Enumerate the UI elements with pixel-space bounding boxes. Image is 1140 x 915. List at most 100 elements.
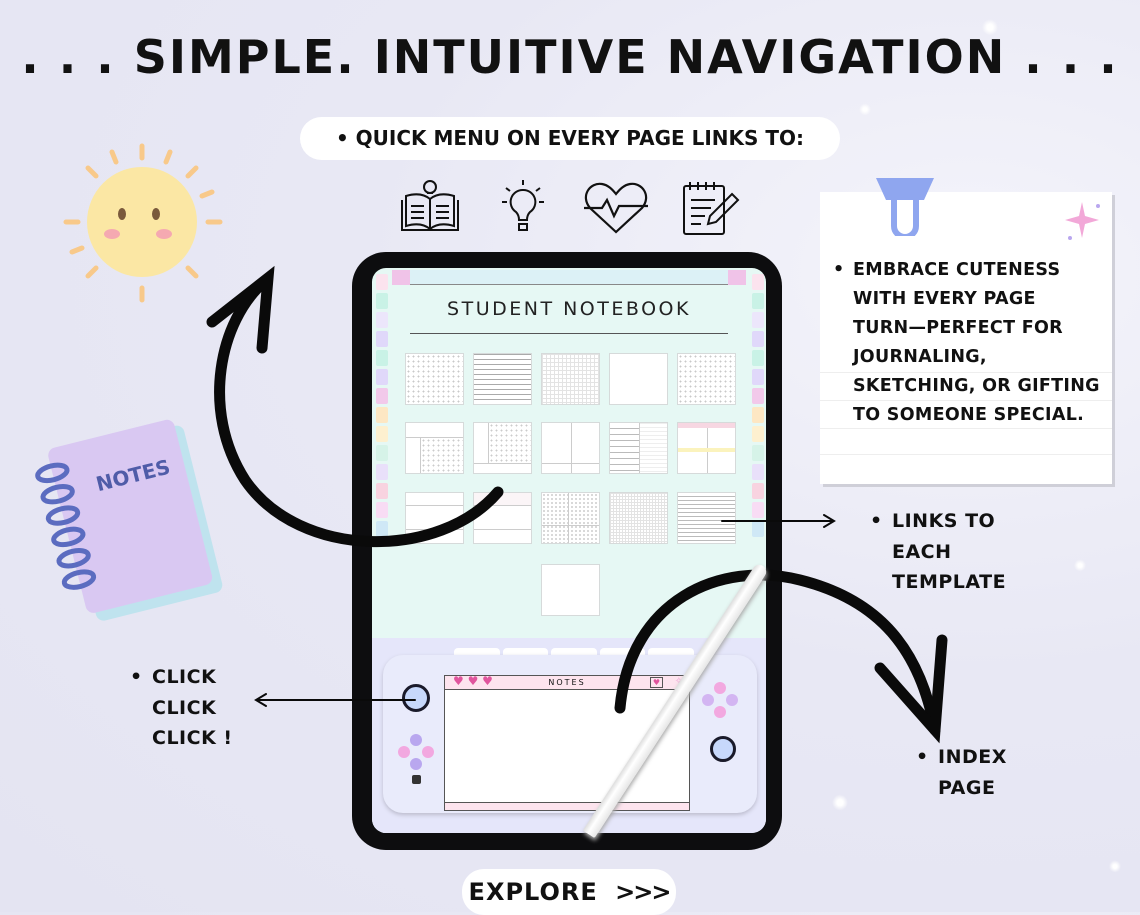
- template-thumb-grid[interactable]: [541, 353, 600, 405]
- side-tab[interactable]: [376, 274, 388, 290]
- card-text: • EMBRACE CUTENESS WITH EVERY PAGE TURN—…: [833, 256, 1103, 430]
- side-tab[interactable]: [376, 483, 388, 499]
- book-lightbulb-icon: [401, 180, 459, 231]
- top-menu-bar[interactable]: [392, 270, 746, 285]
- callout-line: EACH: [892, 540, 952, 563]
- callout-line: CLICK !: [152, 727, 233, 749]
- quick-menu-label: • QUICK MENU ON EVERY PAGE LINKS TO:: [300, 117, 840, 160]
- callout-line: CLICK: [152, 696, 217, 719]
- template-thumb-split-dot[interactable]: [473, 422, 532, 474]
- template-thumb-fine-grid[interactable]: [609, 492, 668, 544]
- side-tab[interactable]: [752, 369, 764, 385]
- explore-label: EXPLORE: [468, 878, 598, 906]
- curved-arrow-to-quick-menu: [214, 276, 504, 548]
- template-thumb-lined-grid[interactable]: [609, 422, 668, 474]
- side-tab[interactable]: [752, 293, 764, 309]
- spiral-binding: [35, 462, 97, 590]
- side-tab[interactable]: [752, 502, 764, 518]
- joystick-right[interactable]: [710, 736, 736, 762]
- template-thumb-fine-lined[interactable]: [677, 492, 736, 544]
- template-thumb-blank-2[interactable]: [541, 564, 600, 616]
- chat-heart-icon: ♥: [649, 677, 663, 688]
- callout-line: PAGE: [938, 776, 996, 799]
- feature-note-card: [820, 192, 1112, 484]
- template-thumb-mixed-grid[interactable]: [541, 492, 600, 544]
- template-thumb-pastel-planner[interactable]: [677, 422, 736, 474]
- binder-clip-icon: [876, 178, 934, 236]
- side-tab[interactable]: [376, 388, 388, 404]
- side-tab[interactable]: [752, 445, 764, 461]
- links-arrow: [721, 514, 836, 528]
- side-tab[interactable]: [376, 369, 388, 385]
- template-thumb-dot-grid-2[interactable]: [677, 353, 736, 405]
- side-tab[interactable]: [376, 293, 388, 309]
- bullet: •: [870, 510, 883, 532]
- side-tab[interactable]: [752, 407, 764, 423]
- side-tab[interactable]: [752, 388, 764, 404]
- callout-line: LINKS TO: [892, 510, 996, 532]
- dpad-buttons[interactable]: [398, 734, 434, 770]
- bullet: •: [130, 666, 143, 688]
- side-tab[interactable]: [376, 502, 388, 518]
- side-tab[interactable]: [752, 521, 764, 537]
- notes-notebook-sticker: NOTES: [35, 416, 226, 623]
- lightbulb-icon: [502, 180, 544, 231]
- curved-arrow-to-index: [614, 569, 941, 736]
- sun-illustration: [63, 143, 223, 303]
- arrowhead: [206, 265, 275, 354]
- arrowhead: [874, 634, 948, 744]
- callout-links: • LINKS TO EACH TEMPLATE: [870, 506, 1006, 598]
- template-thumb-cornell[interactable]: [405, 422, 464, 474]
- callout-line: TEMPLATE: [892, 571, 1007, 593]
- triple-chevron-icon: >>>: [615, 878, 671, 906]
- explore-button[interactable]: EXPLORE >>>: [462, 869, 676, 915]
- side-tab[interactable]: [752, 312, 764, 328]
- side-tab[interactable]: [752, 331, 764, 347]
- side-tab[interactable]: [376, 331, 388, 347]
- side-tab[interactable]: [376, 312, 388, 328]
- side-tab[interactable]: [752, 483, 764, 499]
- template-thumb-lined[interactable]: [473, 353, 532, 405]
- card-line: TO SOMEONE SPECIAL.: [853, 405, 1085, 425]
- title-divider: [410, 333, 728, 334]
- top-tab[interactable]: [728, 270, 746, 285]
- template-thumb-two-column[interactable]: [541, 422, 600, 474]
- card-line: TURN—PERFECT FOR: [853, 318, 1063, 338]
- notes-window-title: NOTES: [548, 678, 586, 687]
- side-tab[interactable]: [752, 464, 764, 480]
- bullet: •: [916, 746, 929, 768]
- notes-window[interactable]: ♥ ♥ ♥ NOTES ♥ ✧: [444, 674, 690, 811]
- callout-line: INDEX: [938, 746, 1007, 768]
- template-thumb-dot-grid[interactable]: [405, 353, 464, 405]
- heartbeat-icon: [584, 182, 648, 234]
- capture-button[interactable]: [412, 775, 421, 784]
- joystick-left[interactable]: [402, 684, 430, 712]
- side-tab[interactable]: [752, 426, 764, 442]
- card-line: EMBRACE CUTENESS: [853, 260, 1061, 280]
- card-line: SKETCHING, OR GIFTING: [853, 376, 1100, 396]
- template-thumb-blank[interactable]: [609, 353, 668, 405]
- side-tab[interactable]: [376, 464, 388, 480]
- right-side-tabs: [752, 274, 764, 540]
- action-buttons[interactable]: [702, 682, 738, 718]
- notebook-title: STUDENT NOTEBOOK: [447, 298, 691, 320]
- callout-index: • INDEX PAGE: [916, 742, 1007, 803]
- side-tab[interactable]: [752, 350, 764, 366]
- bullet: •: [833, 260, 845, 280]
- side-tab[interactable]: [376, 426, 388, 442]
- side-tab[interactable]: [376, 445, 388, 461]
- side-tab[interactable]: [376, 350, 388, 366]
- card-line: JOURNALING,: [853, 347, 987, 367]
- headline: . . . SIMPLE. INTUITIVE NAVIGATION . . .: [21, 30, 1119, 84]
- side-tab[interactable]: [376, 521, 388, 537]
- callout-line: CLICK: [152, 666, 217, 688]
- sparkle-icon: [1065, 202, 1100, 240]
- side-tab[interactable]: [752, 274, 764, 290]
- card-line: WITH EVERY PAGE: [853, 289, 1036, 309]
- top-tab[interactable]: [392, 270, 410, 285]
- click-arrow: [254, 693, 416, 707]
- left-side-tabs: [376, 274, 388, 540]
- side-tab[interactable]: [376, 407, 388, 423]
- heart-icon: ♥ ♥ ♥: [453, 674, 493, 688]
